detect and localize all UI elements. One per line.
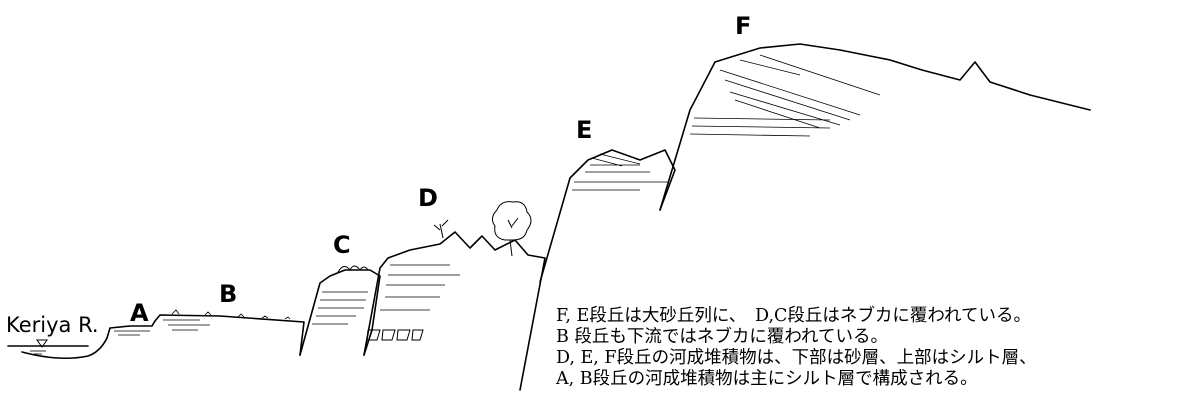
terrace-d-profile bbox=[363, 201, 546, 391]
terrace-e-profile bbox=[539, 149, 676, 283]
terrace-d-label: D bbox=[418, 184, 438, 212]
terrace-b-profile bbox=[154, 309, 305, 356]
terrace-f-label: F bbox=[735, 12, 751, 40]
keriya-river bbox=[7, 337, 108, 360]
terrace-b-label: B bbox=[219, 280, 237, 308]
caption-line: B 段丘も下流ではネブカに覆われている。 bbox=[556, 327, 889, 347]
terrace-e-label: E bbox=[576, 116, 592, 144]
river-label: Keriya R. bbox=[6, 313, 99, 337]
terrace-a-label: A bbox=[130, 299, 149, 327]
terrace-c-label: C bbox=[333, 231, 351, 259]
caption-line: A, B段丘の河成堆積物は主にシルト層で構成される。 bbox=[556, 369, 978, 389]
caption-line: D, E, F段丘の河成堆積物は、下部は砂層、上部はシルト層、 bbox=[556, 348, 1037, 368]
caption-line: F, E段丘は大砂丘列に、 D,C段丘はネブカに覆われている。 bbox=[556, 306, 1031, 326]
terrace-a-profile bbox=[106, 320, 156, 339]
tree-icon bbox=[491, 201, 532, 257]
water-level-icon bbox=[36, 339, 48, 348]
terrace-f-profile bbox=[659, 43, 1091, 211]
caption: F, E段丘は大砂丘列に、 D,C段丘はネブカに覆われている。 B 段丘も下流で… bbox=[556, 306, 1192, 390]
terrace-c-profile bbox=[299, 265, 381, 356]
